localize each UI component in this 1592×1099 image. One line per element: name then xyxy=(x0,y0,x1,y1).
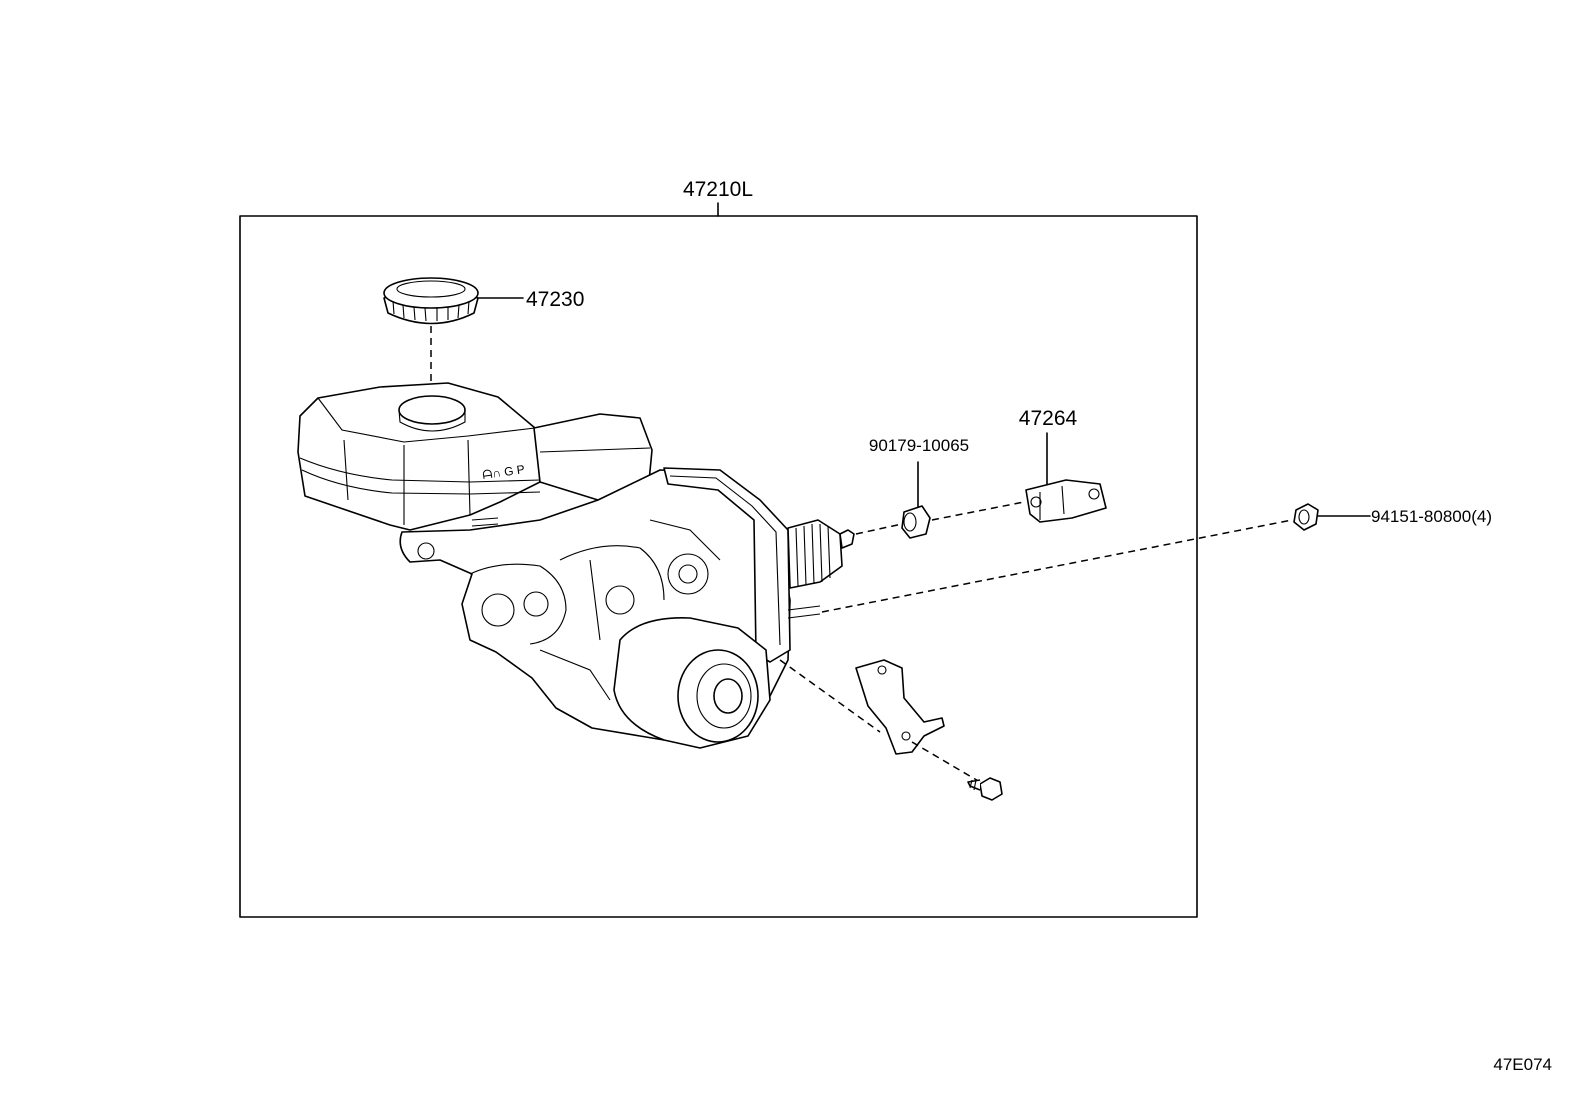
callout-47230[interactable]: 47230 xyxy=(526,288,584,311)
figure-code: 47E074 xyxy=(1493,1055,1552,1074)
grommet-part[interactable] xyxy=(901,505,931,539)
bolt-part[interactable] xyxy=(967,777,1003,801)
callout-90179-10065[interactable]: 90179-10065 xyxy=(869,436,969,455)
clevis-part[interactable] xyxy=(1025,479,1107,523)
assembly-label[interactable]: 47210L xyxy=(683,178,753,201)
svg-text:ᗩ∩ G P: ᗩ∩ G P xyxy=(481,462,525,482)
reservoir-cap-part[interactable] xyxy=(383,277,479,325)
nut-part[interactable] xyxy=(1293,503,1319,531)
brake-booster-assembly[interactable]: ᗩ∩ G P xyxy=(297,382,855,749)
assembly-frame xyxy=(239,202,1198,918)
callout-47264[interactable]: 47264 xyxy=(1019,407,1078,430)
bracket-part[interactable] xyxy=(855,659,945,755)
callout-94151-80800[interactable]: 94151-80800(4) xyxy=(1371,507,1492,526)
